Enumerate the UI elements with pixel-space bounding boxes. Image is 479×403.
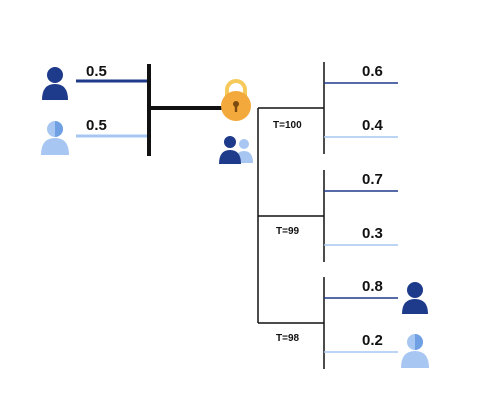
source-user-icon-light [41,121,69,155]
output-value-t99-dark: 0.7 [362,171,383,188]
source-value-dark: 0.5 [86,63,107,80]
source-user-icon-dark [42,67,68,100]
output-value-t100-light: 0.4 [362,117,384,134]
output-value-t99-light: 0.3 [362,225,383,242]
stage-label-t100: T=100 [273,120,302,131]
output-value-t98-dark: 0.8 [362,278,383,295]
user-pair-icon [219,136,253,164]
lock-icon [221,79,251,121]
stage-label-t98: T=98 [276,333,300,344]
source-value-light: 0.5 [86,117,107,134]
output-user-icon-dark [402,282,428,314]
output-value-t98-light: 0.2 [362,332,383,349]
output-value-t100-dark: 0.6 [362,63,383,80]
output-user-icon-light [401,334,429,368]
stage-label-t99: T=99 [276,226,300,237]
